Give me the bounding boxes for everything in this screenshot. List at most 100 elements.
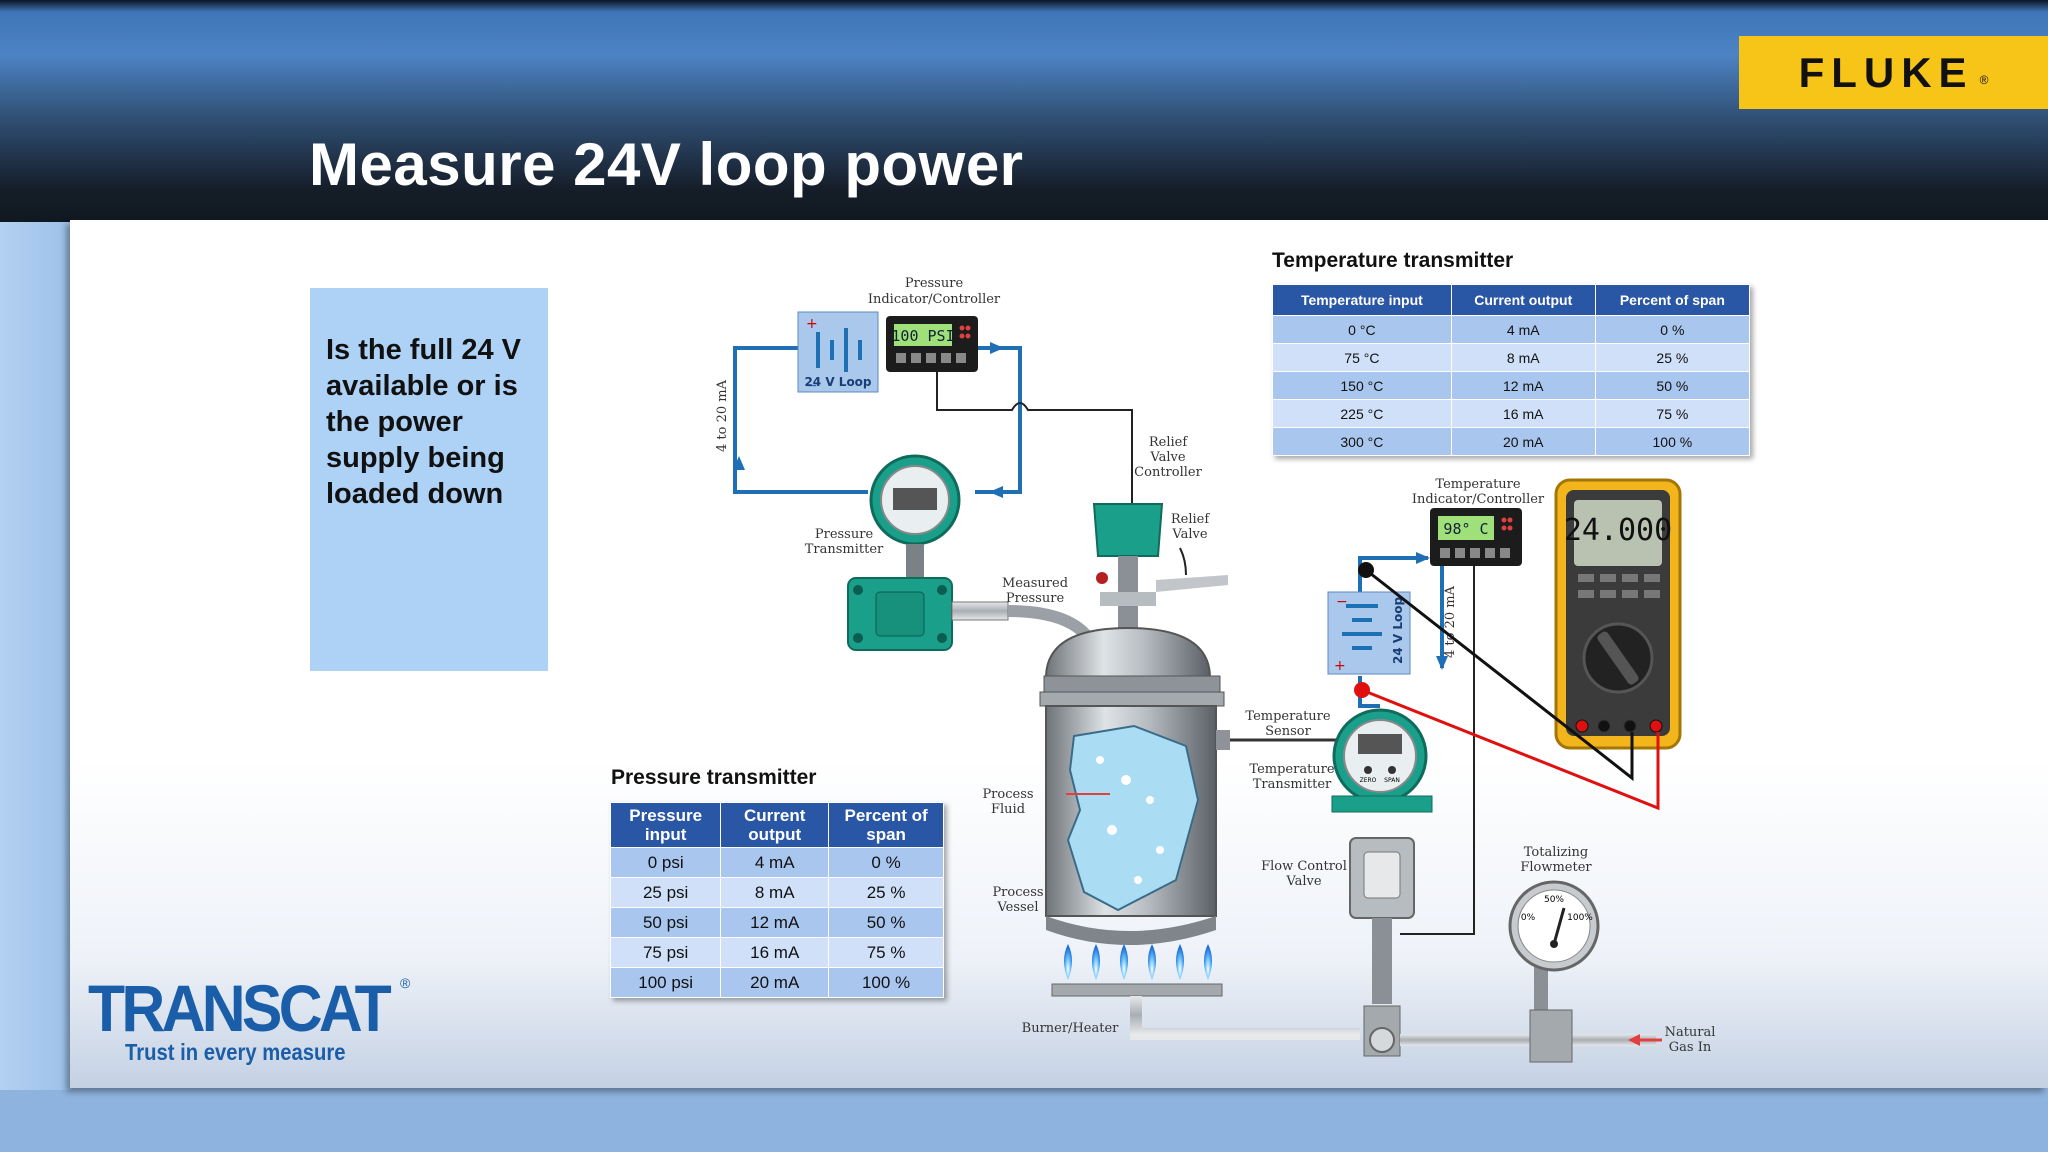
table-cell: 75 % [1594, 399, 1751, 428]
table-cell: 100 % [828, 967, 944, 998]
red-probe-tip [1354, 682, 1370, 698]
relief-valve-label-line1: Relief [1171, 512, 1210, 527]
flow-control-valve-label-line1: Flow Control [1261, 859, 1347, 874]
measured-pressure-label-line2: Pressure [1006, 591, 1065, 606]
table-cell: 75 % [828, 937, 944, 968]
table-cell: 12 mA [1450, 371, 1596, 400]
table-row: 75 psi 16 mA 75 % [609, 937, 944, 968]
svg-text:+: + [1334, 658, 1346, 674]
natural-gas-label-line2: Gas In [1669, 1040, 1712, 1055]
burner-heater [1051, 944, 1360, 1040]
table-cell: 25 psi [609, 877, 722, 908]
arrow-left-icon [989, 486, 1003, 498]
red-test-lead [1361, 688, 1660, 811]
svg-text:−: − [1336, 594, 1348, 610]
pressure-indicator-controller: Pressure Indicator/Controller 100 PSI [868, 276, 1001, 372]
table-cell: 8 mA [1450, 343, 1596, 372]
table-cell: 50 psi [609, 907, 722, 938]
pressure-loop-power-supply: + − 24 V Loop [797, 311, 879, 394]
bottom-band [0, 1090, 2048, 1152]
relief-controller-label-line3: Controller [1134, 465, 1202, 480]
relief-controller-label-line1: Relief [1149, 435, 1188, 450]
pressure-indicator-label-line1: Pressure [905, 276, 964, 291]
temperature-display-readout: 98° C [1443, 520, 1488, 538]
table-cell: 0 % [1594, 315, 1751, 344]
pressure-table: Pressure input Current output Percent of… [609, 802, 944, 998]
question-callout: Is the full 24 V available or is the pow… [310, 288, 548, 671]
table-cell: 25 % [828, 877, 944, 908]
svg-text:+: + [806, 316, 818, 332]
black-test-lead [1365, 568, 1634, 782]
table-row: 300 °C 20 mA 100 % [1272, 427, 1751, 456]
arrow-left-icon [1628, 1034, 1640, 1046]
table-cell: 0 °C [1272, 315, 1452, 344]
span-label: SPAN [1384, 777, 1400, 784]
transcat-wordmark: TRANSCAT [88, 971, 392, 1045]
pressure-table-title: Pressure transmitter [611, 766, 817, 789]
flow-control-valve-label-line2: Valve [1285, 874, 1321, 889]
table-cell: 25 % [1594, 343, 1751, 372]
table-cell: 100 % [1594, 427, 1751, 456]
process-fluid-label-line2: Fluid [991, 802, 1025, 817]
temperature-indicator-label-line1: Temperature [1435, 477, 1520, 492]
transcat-tagline: Trust in every measure [125, 1039, 346, 1065]
measured-pressure-label-line1: Measured [1002, 576, 1068, 591]
header-band [0, 0, 2048, 222]
table-row: 150 °C 12 mA 50 % [1272, 371, 1751, 400]
transcat-registered-mark: ® [400, 975, 411, 991]
temperature-sensor-label-line1: Temperature [1245, 709, 1330, 724]
table-cell: 4 mA [1450, 315, 1596, 344]
svg-text:−: − [806, 378, 818, 394]
process-vessel-label-line2: Vessel [996, 900, 1038, 915]
left-accent-band [0, 222, 72, 1152]
table-cell: 20 mA [720, 967, 830, 998]
flowmeter-label-line1: Totalizing [1524, 845, 1588, 860]
table-row: 0 °C 4 mA 0 % [1272, 315, 1751, 344]
arrow-right-icon [1416, 552, 1430, 564]
table-cell: 8 mA [720, 877, 830, 908]
gauge-mark: 100% [1567, 913, 1593, 923]
question-text: Is the full 24 V available or is the pow… [326, 334, 521, 510]
table-cell: 150 °C [1272, 371, 1452, 400]
table-cell: 75 psi [609, 937, 722, 968]
control-signal-wire [936, 370, 1133, 621]
table-row: 50 psi 12 mA 50 % [609, 907, 944, 938]
slide-title: Measure 24V loop power [309, 131, 1024, 198]
pressure-header-current: Current output [720, 802, 830, 848]
temperature-sensor-label-line2: Sensor [1265, 724, 1311, 739]
fluke-multimeter: 24.000 [1554, 478, 1682, 750]
arrow-down-icon [1436, 656, 1448, 670]
fluke-logo-text: FLUKE [1798, 48, 1974, 96]
pressure-transmitter [847, 454, 1009, 651]
totalizing-flowmeter: 0% 50% 100% [1400, 880, 1656, 1063]
table-cell: 300 °C [1272, 427, 1452, 456]
pressure-header-percent: Percent of span [828, 802, 944, 848]
table-cell: 12 mA [720, 907, 830, 938]
fluke-registered-mark: ® [1979, 72, 1989, 87]
table-cell: 16 mA [720, 937, 830, 968]
temperature-loop-label: 24 V Loop [1391, 597, 1405, 664]
temperature-current-label: 4 to 20 mA [1443, 585, 1458, 658]
gauge-mark: 50% [1544, 895, 1564, 905]
table-row: 75 °C 8 mA 25 % [1272, 343, 1751, 372]
multimeter-display-readout: 24.000 [1564, 513, 1672, 548]
gauge-mark: 0% [1521, 913, 1536, 923]
arrow-right-icon [990, 342, 1004, 354]
table-cell: 4 mA [720, 847, 830, 878]
relief-controller-label-line2: Valve [1149, 450, 1185, 465]
temperature-indicator-label-line2: Indicator/Controller [1412, 492, 1545, 507]
temperature-header-current: Current output [1450, 284, 1596, 316]
temperature-indicator-controller: Temperature Indicator/Controller 98° C [1412, 477, 1545, 566]
pressure-current-label: 4 to 20 mA [715, 379, 730, 452]
flow-control-valve [1349, 837, 1415, 1057]
table-cell: 75 °C [1272, 343, 1452, 372]
natural-gas-label-line1: Natural [1665, 1025, 1716, 1040]
pressure-loop-label: 24 V Loop [804, 375, 871, 389]
burner-label: Burner/Heater [1022, 1021, 1119, 1036]
process-vessel-label-line1: Process [992, 885, 1043, 900]
zero-label: ZERO [1360, 777, 1377, 784]
transcat-logo: TRANSCAT ® Trust in every measure [88, 971, 414, 1065]
pressure-display-readout: 100 PSI [891, 327, 954, 345]
flowmeter-label-line2: Flowmeter [1520, 860, 1592, 875]
